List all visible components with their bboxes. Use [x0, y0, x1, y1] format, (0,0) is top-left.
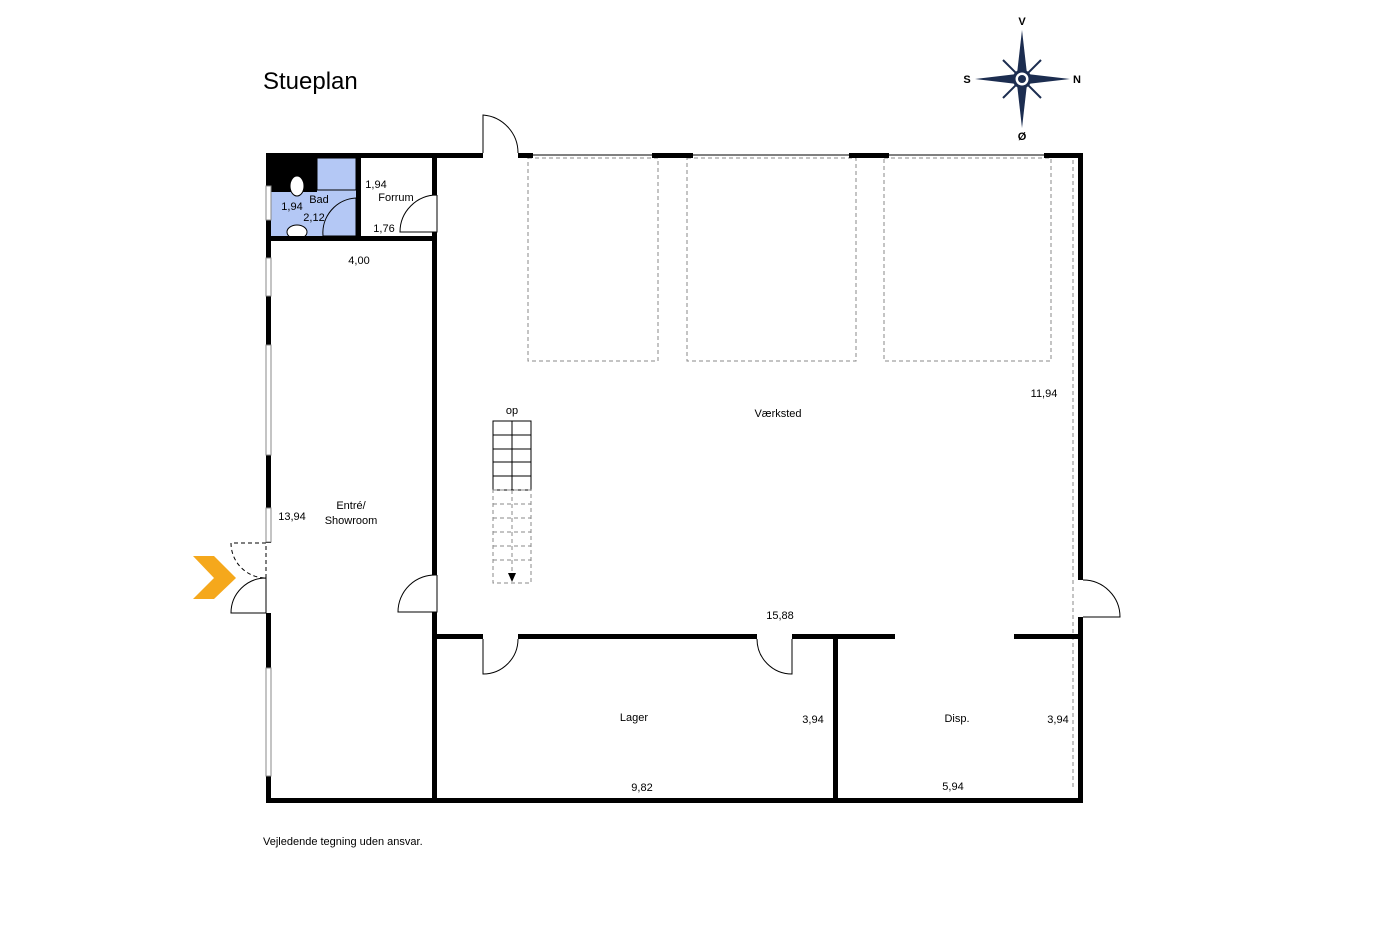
- entrance-arrow-icon: [193, 556, 236, 599]
- compass-east: Ø: [1018, 131, 1027, 143]
- disp-width: 5,94: [942, 781, 963, 793]
- toilet-icon: [289, 175, 305, 197]
- forrum-name: Forrum: [378, 192, 413, 204]
- compass-south: S: [963, 74, 970, 86]
- compass-west: V: [1018, 16, 1026, 28]
- garage-door-outlines: [518, 154, 1083, 790]
- lager-width: 9,82: [631, 782, 652, 794]
- vaerksted-name: Værksted: [754, 408, 801, 420]
- windows: [265, 185, 272, 777]
- bad-name: Bad: [309, 194, 329, 206]
- forrum-length: 1,76: [373, 223, 394, 235]
- disclaimer: Vejledende tegning uden ansvar.: [263, 836, 423, 848]
- plan-title: Stueplan: [263, 68, 358, 95]
- lager-length: 3,94: [802, 714, 823, 726]
- disp-name: Disp.: [944, 713, 969, 725]
- entre-width: 4,00: [348, 255, 369, 267]
- compass-rose-icon: [975, 30, 1070, 128]
- vaerksted-width: 15,88: [766, 610, 794, 622]
- bad-width: 1,94: [281, 201, 302, 213]
- compass-north: N: [1073, 74, 1081, 86]
- walls: [266, 153, 1083, 803]
- staircase: [492, 420, 532, 584]
- doors: [230, 114, 1121, 675]
- bad-length: 2,12: [303, 212, 324, 224]
- entre-name-2: Showroom: [325, 515, 378, 527]
- disp-length: 3,94: [1047, 714, 1068, 726]
- stairs-label: op: [506, 405, 518, 417]
- entre-length: 13,94: [278, 511, 306, 523]
- lager-name: Lager: [620, 712, 648, 724]
- forrum-width: 1,94: [365, 179, 386, 191]
- vaerksted-length: 11,94: [1031, 388, 1058, 400]
- entre-name-1: Entré/: [336, 500, 366, 512]
